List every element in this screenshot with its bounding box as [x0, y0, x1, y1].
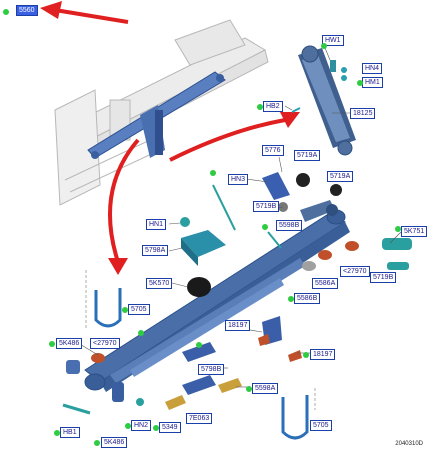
label-5798B: 5798B: [198, 364, 225, 375]
label-5K486-bottom: 5K486: [101, 437, 128, 448]
lower-brackets: [165, 316, 302, 410]
callout-arrows: [108, 118, 286, 263]
label-5586B: 5586B: [294, 293, 321, 304]
label-5719A-top: 5719A: [294, 150, 321, 161]
drawing-code: 2040310D: [395, 441, 423, 447]
front-shackle: [62, 360, 144, 415]
label-HM1: HM1: [362, 77, 383, 88]
label-18197-top: 18197: [225, 320, 251, 331]
marker-dot: [196, 342, 202, 348]
label-5719B-upper: 5719B: [253, 201, 280, 212]
upper-mounts: [212, 172, 342, 249]
label-18125: 18125: [350, 108, 376, 119]
pads: [91, 241, 359, 363]
marker-dot: [138, 330, 144, 336]
label-5586A: 5586A: [312, 278, 339, 289]
marker-dot: [54, 430, 60, 436]
marker-dot: [303, 352, 309, 358]
label-27970-left: <27970: [90, 338, 120, 349]
label-27970-right: <27970: [340, 266, 370, 277]
label-5K751: 5K751: [401, 226, 427, 237]
marker-dot: [153, 425, 159, 431]
label-5719B-lower: 5719B: [370, 272, 397, 283]
label-5798A: 5798A: [142, 245, 169, 256]
shock-absorber: [291, 45, 356, 156]
label-5705-left: 5705: [128, 304, 150, 315]
marker-dot: [246, 386, 252, 392]
label-5349: 5349: [159, 422, 181, 433]
label-HN1: HN1: [146, 219, 167, 230]
marker-dot: [288, 296, 294, 302]
legend-arrow: [40, 1, 129, 24]
marker-dot: [125, 423, 131, 429]
overview-spring: [87, 71, 226, 159]
label-HB2: HB2: [263, 101, 283, 112]
label-5K570: 5K570: [146, 278, 173, 289]
label-HB1: HB1: [60, 427, 80, 438]
legend-marker: [3, 9, 9, 15]
marker-dot: [321, 43, 327, 49]
marker-dot: [395, 226, 401, 232]
label-5598B: 5598B: [276, 220, 303, 231]
marker-dot: [210, 170, 216, 176]
label-5776: 5776: [262, 145, 284, 156]
label-5719A-mid: 5719A: [327, 171, 354, 182]
label-5598A: 5598A: [252, 383, 279, 394]
legend-label: 5560: [16, 5, 38, 16]
u-bolts: [94, 288, 309, 440]
label-7E063: 7E063: [186, 413, 213, 424]
marker-dot: [122, 307, 128, 313]
leaf-spring: [84, 209, 350, 392]
rear-hanger: [300, 200, 412, 270]
marker-dot: [262, 224, 268, 230]
arrow-head-down: [108, 258, 128, 275]
label-18197-bottom: 18197: [310, 349, 336, 360]
label-HN4: HN4: [362, 63, 383, 74]
marker-dot: [94, 440, 100, 446]
marker-dot: [257, 104, 263, 110]
spring-seat: [180, 217, 226, 297]
label-5K486-top: 5K486: [56, 338, 83, 349]
marker-dot: [357, 80, 363, 86]
label-5705-right: 5705: [310, 420, 332, 431]
label-HW1: HW1: [322, 35, 344, 46]
arrow-head-right: [280, 112, 300, 128]
guide-lines: [85, 270, 316, 410]
marker-dot: [49, 341, 55, 347]
leader-lines: [77, 42, 402, 388]
label-HN3: HN3: [228, 174, 249, 185]
label-HN2: HN2: [131, 420, 152, 431]
